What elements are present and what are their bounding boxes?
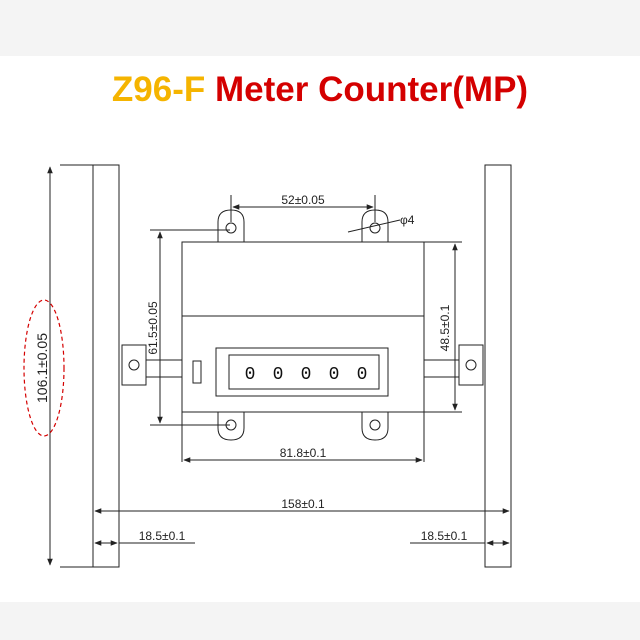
bottom-right-hole	[369, 419, 381, 431]
dim-body-width: 81.8±0.1	[280, 446, 327, 460]
title-name: Meter Counter(MP)	[215, 70, 529, 109]
left-bracket-hole	[128, 359, 140, 371]
counter-digit: 0	[301, 365, 312, 385]
dim-overall-height: 106.1±0.05	[34, 333, 50, 403]
digit-window-inner	[228, 354, 380, 390]
right-bracket-hole	[465, 359, 477, 371]
dim-body-height: 61.5±0.05	[146, 301, 160, 355]
top-right-hole	[369, 222, 381, 234]
bottom-right-ear	[361, 412, 389, 441]
counter-digit: 0	[273, 365, 284, 385]
counter-digit: 0	[357, 365, 368, 385]
right-bracket	[458, 344, 484, 386]
left-rail	[92, 164, 120, 568]
left-bracket	[121, 344, 147, 386]
top-left-hole	[225, 222, 237, 234]
dim-hole-diameter: φ4	[400, 213, 415, 227]
dim-right-margin: 18.5±0.1	[421, 529, 468, 543]
diagram-title: Z96-F Meter Counter(MP)	[0, 70, 640, 110]
dim-hole-spacing: 52±0.05	[281, 193, 325, 207]
dim-left-margin: 18.5±0.1	[139, 529, 186, 543]
dim-overall-width: 158±0.1	[281, 497, 325, 511]
counter-digit: 0	[329, 365, 340, 385]
dim-window-height: 48.5±0.1	[438, 304, 452, 351]
right-rail	[484, 164, 512, 568]
counter-digit: 0	[245, 365, 256, 385]
reset-button	[192, 360, 202, 384]
highlight-ellipse	[23, 299, 65, 437]
title-model: Z96-F	[111, 70, 206, 109]
bottom-left-ear	[217, 412, 245, 441]
